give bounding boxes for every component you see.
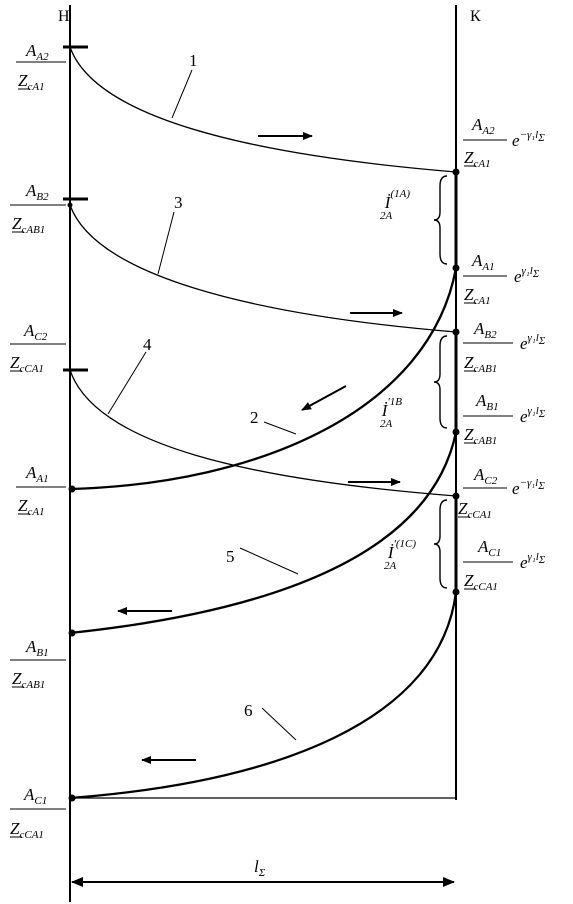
svg-text:ZcA1: ZcA1 (464, 285, 491, 307)
svg-text:AC2: AC2 (473, 465, 498, 487)
svg-text:e−γ₁lΣ: e−γ₁lΣ (512, 129, 545, 150)
point-right-AC2 (452, 492, 460, 500)
left-end-label: Н (58, 8, 70, 25)
svg-text:AB2: AB2 (473, 319, 497, 341)
svg-text:ZcA1: ZcA1 (464, 148, 491, 170)
left-AA2-den-main: Z (18, 71, 28, 90)
svg-text:AC1: AC1 (23, 785, 47, 807)
svg-text:ZcCA1: ZcCA1 (458, 499, 492, 521)
point-left-AB2 (67, 202, 73, 208)
right-end-label: К (470, 8, 481, 25)
svg-text:AB1: AB1 (475, 391, 499, 413)
point-right-AB2 (452, 328, 460, 336)
point-left-AB1 (68, 629, 76, 637)
arrow-left-2 (301, 385, 347, 411)
svg-text:ZcA1: ZcA1 (18, 71, 45, 93)
leader-3 (157, 211, 175, 275)
svg-text:AB1: AB1 (25, 637, 49, 659)
svg-text:AA1: AA1 (25, 463, 49, 485)
svg-text:ZcCA1: ZcCA1 (464, 571, 498, 593)
leader-5 (239, 547, 299, 575)
svg-text:AA1: AA1 (471, 251, 495, 273)
leader-6 (261, 707, 297, 741)
left-AA2-num-main: A (25, 41, 37, 60)
leader-2 (263, 421, 297, 435)
curve-number-6: 6 (244, 701, 253, 720)
left-label-AB1: AB1 ZcAB1 (10, 637, 66, 691)
brace-AB (433, 335, 448, 429)
length-label: lΣ (254, 857, 266, 879)
svg-text:AA2: AA2 (25, 41, 49, 63)
curve-number-5: 5 (226, 547, 235, 566)
svg-text:e−γ₁lΣ: e−γ₁lΣ (512, 477, 545, 498)
point-right-AA1 (452, 264, 460, 272)
svg-text:ZcCA1: ZcCA1 (10, 353, 44, 375)
svg-text:eγ₁lΣ: eγ₁lΣ (520, 332, 546, 353)
curve-1 (69, 46, 457, 173)
point-left-AC1 (68, 794, 76, 802)
right-label-AA1: AA1 ZcA1 eγ₁lΣ (463, 251, 540, 307)
curve-number-4: 4 (143, 335, 152, 354)
right-label-AA2: AA2 ZcA1 e−γ₁lΣ (463, 115, 545, 170)
svg-text:ZcAB1: ZcAB1 (12, 214, 45, 236)
left-AA2-den-sub: cA1 (27, 81, 44, 93)
right-label-AB1: AB1 ZcAB1 eγ₁lΣ (463, 391, 546, 447)
svg-text:ZcA1: ZcA1 (18, 496, 45, 518)
svg-text:ZcCA1: ZcCA1 (10, 819, 44, 841)
curve-number-3: 3 (174, 193, 183, 212)
svg-text:eγ₁lΣ: eγ₁lΣ (520, 405, 546, 426)
svg-text:ZcAB1: ZcAB1 (464, 353, 497, 375)
curve-4 (69, 369, 457, 497)
right-label-AB2: AB2 ZcAB1 eγ₁lΣ (463, 319, 546, 375)
left-label-AA1: AA1 ZcA1 (16, 463, 66, 518)
right-label-AC1: AC1 ZcCA1 eγ₁lΣ (463, 537, 546, 593)
point-right-AA2 (452, 168, 460, 176)
brace-AC (433, 499, 448, 589)
svg-text:AB2: AB2 (25, 181, 49, 203)
svg-text:eγ₁lΣ: eγ₁lΣ (514, 265, 540, 286)
svg-text:ZcAB1: ZcAB1 (464, 425, 497, 447)
left-label-AC1: AC1 ZcCA1 (10, 785, 66, 841)
current-label-1A: İ(1A)2A (380, 188, 410, 222)
left-label-AC2: AC2 ZcCA1 (10, 321, 66, 375)
right-label-AC2: AC2 ZcCA1 e−γ₁lΣ (458, 465, 545, 521)
left-AA2-num-sub: A2 (35, 51, 49, 63)
curve-number-2: 2 (250, 408, 259, 427)
curve-3 (69, 204, 457, 333)
svg-text:AC1: AC1 (477, 537, 501, 559)
svg-text:AC2: AC2 (23, 321, 48, 343)
brace-AA (433, 175, 448, 265)
curve-6 (69, 591, 458, 800)
left-label-AB2: AB2 ZcAB1 (10, 181, 66, 236)
leader-4 (107, 351, 147, 415)
svg-text:ZcAB1: ZcAB1 (12, 669, 45, 691)
leader-1 (171, 69, 193, 119)
left-label-AA2: AA2 ZcA1 (16, 41, 66, 93)
point-right-AB1 (452, 428, 460, 436)
svg-text:AA2: AA2 (471, 115, 495, 137)
svg-text:eγ₁lΣ: eγ₁lΣ (520, 551, 546, 572)
point-left-AA1 (68, 485, 76, 493)
curve-2 (69, 267, 458, 491)
curve-number-1: 1 (189, 51, 198, 70)
point-right-AC1 (452, 588, 460, 596)
current-label-1C: İ'(1C)2A (384, 538, 416, 572)
curve-5 (69, 431, 458, 635)
